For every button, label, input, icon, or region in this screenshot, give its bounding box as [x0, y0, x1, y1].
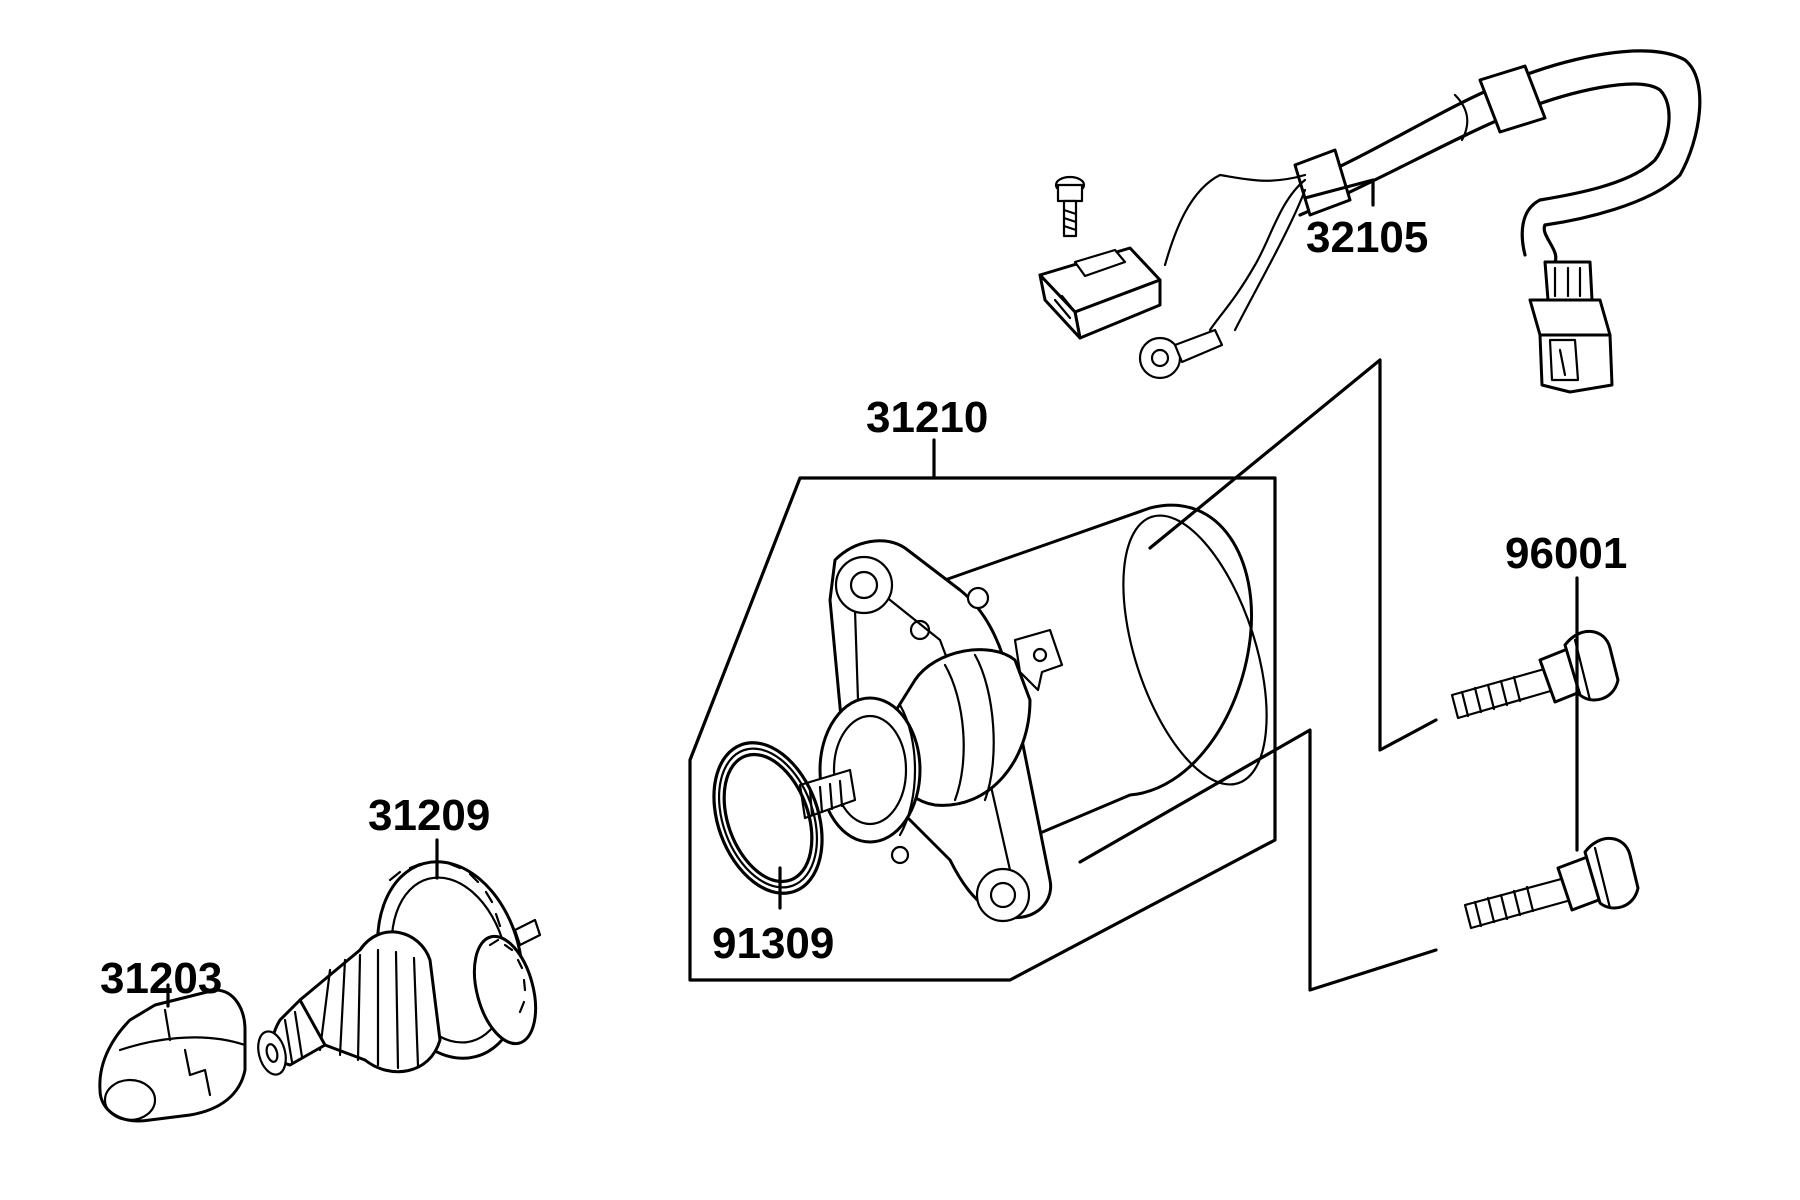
starter-cap[interactable] — [98, 988, 247, 1123]
callout-label-31210: 31210 — [866, 393, 988, 442]
callout-label-91309: 91309 — [712, 919, 834, 968]
callout-label-32105: 32105 — [1306, 213, 1428, 262]
leader-32105 — [1303, 178, 1375, 207]
connector-large-icon — [1528, 260, 1614, 394]
callout-label-96001: 96001 — [1505, 529, 1627, 578]
callout-label-31209: 31209 — [368, 791, 490, 840]
bolt-lower[interactable] — [1463, 836, 1640, 930]
bolt-upper[interactable] — [1450, 629, 1620, 720]
starter-motor[interactable] — [798, 498, 1295, 923]
wire-harness[interactable] — [1038, 49, 1702, 394]
screw-icon — [1054, 175, 1086, 238]
bolt-bracket-upper — [1148, 358, 1438, 752]
callout-label-31203: 31203 — [100, 954, 222, 1003]
o-ring[interactable] — [694, 728, 841, 909]
assembly-bracket-line — [688, 476, 1277, 982]
bolt-bracket-lower — [1078, 728, 1438, 992]
starter-clutch-gear[interactable] — [254, 845, 547, 1077]
connector-small-icon — [1038, 246, 1162, 340]
